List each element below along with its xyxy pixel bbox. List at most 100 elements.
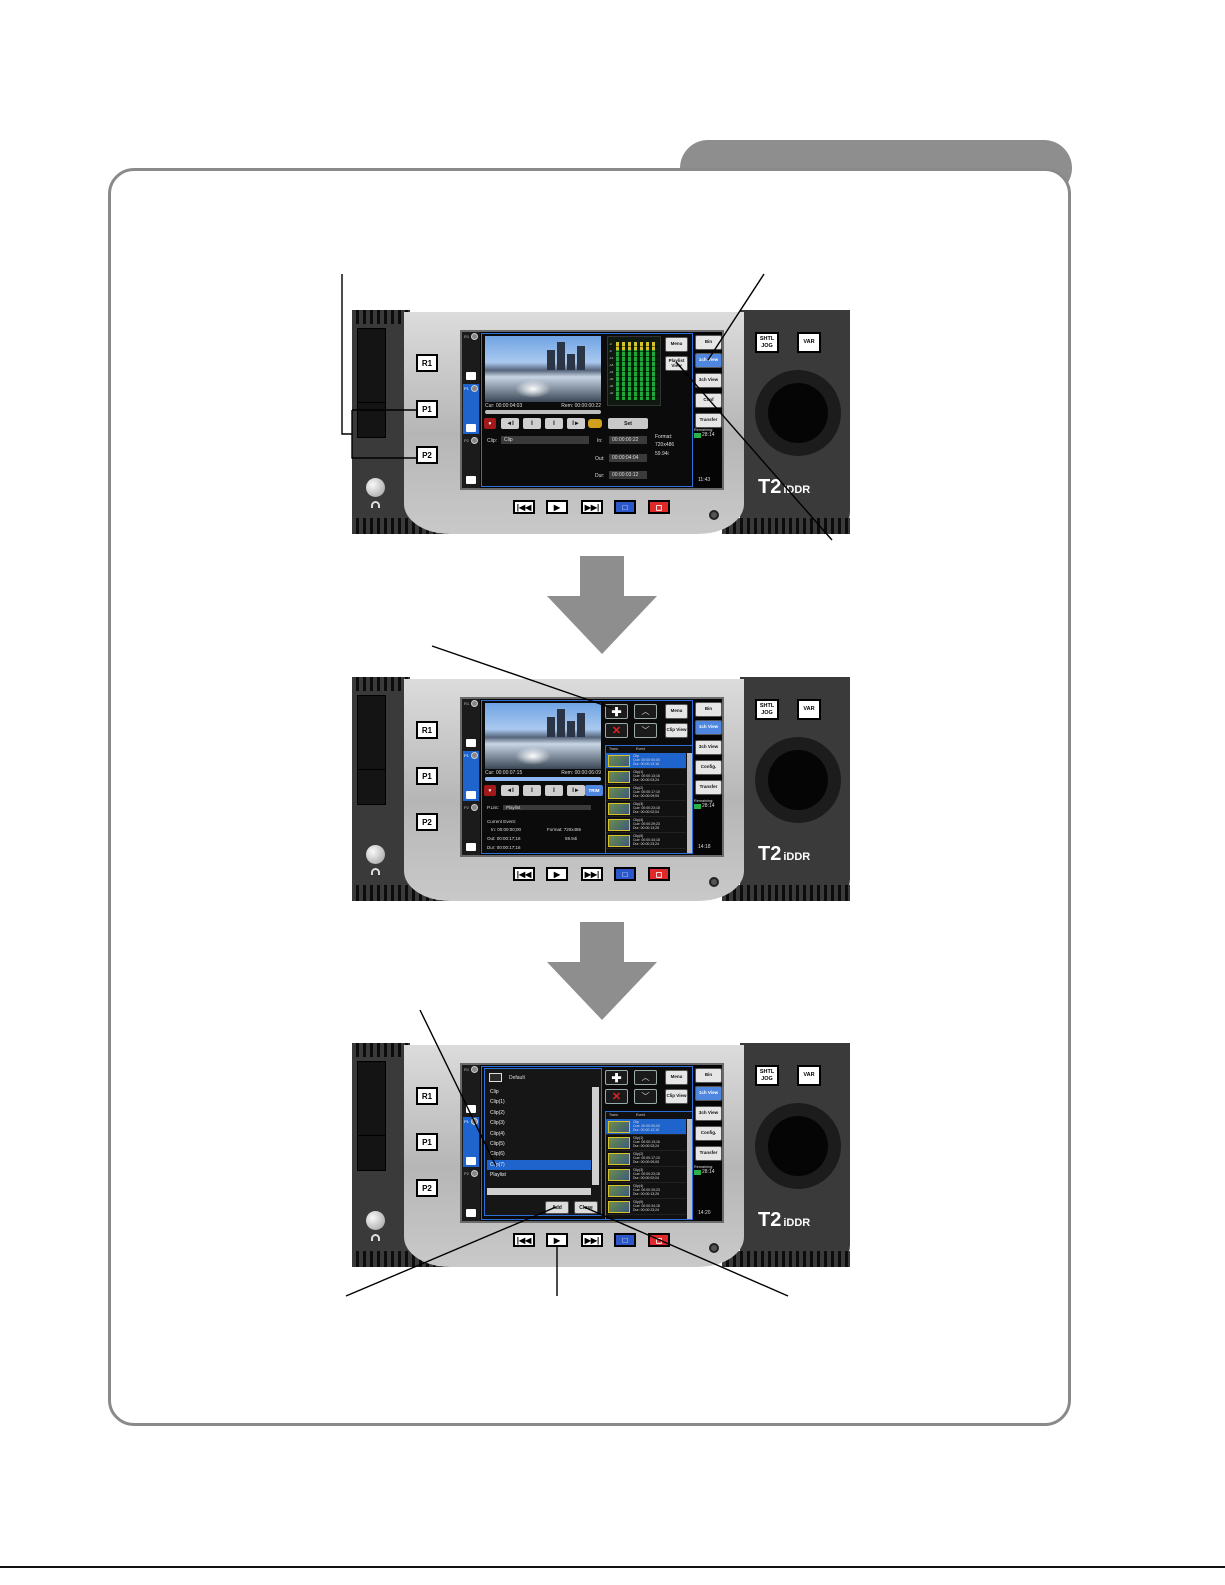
list-item[interactable]: Clip(3) bbox=[490, 1120, 505, 1127]
close-button[interactable]: Close bbox=[574, 1201, 598, 1214]
record-button[interactable]: ◻ bbox=[648, 1233, 670, 1247]
stop-button[interactable]: □ bbox=[614, 867, 636, 881]
p2-key[interactable]: P2 bbox=[416, 1179, 438, 1197]
1ch-view-button[interactable]: 1ch View bbox=[695, 720, 722, 735]
set-button[interactable]: Set bbox=[608, 418, 648, 429]
mark-out-button[interactable]: I bbox=[545, 418, 563, 429]
menu-button[interactable]: Menu bbox=[665, 1070, 688, 1085]
list-item[interactable]: Clip(6) bbox=[490, 1151, 505, 1158]
channel-p1[interactable]: P1 bbox=[463, 751, 479, 801]
channel-p1[interactable]: P1 bbox=[463, 384, 479, 434]
var-key[interactable]: VAR bbox=[797, 699, 821, 720]
stop-button[interactable]: □ bbox=[614, 500, 636, 514]
lock-icon[interactable] bbox=[466, 791, 476, 799]
list-scrollbar[interactable] bbox=[687, 753, 692, 853]
menu-button[interactable]: Menu bbox=[665, 337, 688, 352]
channel-p2[interactable]: P2 bbox=[463, 436, 479, 486]
stop-button[interactable]: □ bbox=[614, 1233, 636, 1247]
config-button[interactable]: Config. bbox=[695, 1126, 722, 1141]
var-key[interactable]: VAR bbox=[797, 1065, 821, 1086]
var-key[interactable]: VAR bbox=[797, 332, 821, 353]
duration-timecode[interactable]: 00:00:03:12 bbox=[609, 471, 647, 479]
3ch-view-button[interactable]: 3ch View bbox=[695, 373, 722, 388]
shtl-jog-key[interactable]: SHTL JOG bbox=[755, 332, 779, 353]
record-button[interactable]: ◻ bbox=[648, 500, 670, 514]
clip-name-field[interactable]: Clip bbox=[501, 436, 589, 444]
clip-view-button[interactable]: Clip View bbox=[665, 1089, 688, 1104]
move-up-button[interactable]: ︿ bbox=[634, 1070, 657, 1085]
move-up-button[interactable]: ︿ bbox=[634, 704, 657, 719]
mark-icon[interactable]: ♥ bbox=[484, 418, 496, 429]
mark-in-button[interactable]: I bbox=[523, 785, 541, 796]
record-button[interactable]: ◻ bbox=[648, 867, 670, 881]
skip-forward-button[interactable]: ▶▶| bbox=[581, 867, 603, 881]
headphone-knob[interactable] bbox=[366, 478, 385, 497]
lock-icon[interactable] bbox=[466, 424, 476, 432]
list-item[interactable]: Playlist bbox=[490, 1172, 506, 1179]
channel-r1[interactable]: R1 bbox=[463, 332, 479, 382]
list-item[interactable]: Clip(5) bbox=[490, 1140, 505, 1147]
play-button[interactable]: ▶ bbox=[546, 867, 568, 881]
skip-forward-button[interactable]: ▶▶| bbox=[581, 500, 603, 514]
folder-icon[interactable] bbox=[489, 1073, 502, 1082]
list-item[interactable]: Clip(1) bbox=[490, 1099, 505, 1106]
mark-out-next-button[interactable]: I► bbox=[567, 785, 585, 796]
transfer-button[interactable]: Transfer bbox=[695, 1146, 722, 1161]
lock-icon[interactable] bbox=[466, 843, 476, 851]
delete-event-button[interactable]: ✕ bbox=[605, 723, 628, 738]
playlist-view-button[interactable]: Playlist View bbox=[665, 356, 688, 371]
channel-p1[interactable]: P1 bbox=[463, 1117, 479, 1167]
p2-key[interactable]: P2 bbox=[416, 446, 438, 464]
r1-key[interactable]: R1 bbox=[416, 1087, 438, 1105]
mark-icon[interactable]: ♥ bbox=[484, 785, 496, 796]
shtl-jog-key[interactable]: SHTL JOG bbox=[755, 1065, 779, 1086]
scrub-bar[interactable] bbox=[485, 777, 601, 781]
jog-wheel[interactable] bbox=[755, 737, 841, 823]
scrub-bar[interactable] bbox=[485, 410, 601, 414]
play-button[interactable]: ▶ bbox=[546, 500, 568, 514]
shtl-jog-key[interactable]: SHTL JOG bbox=[755, 699, 779, 720]
list-item[interactable]: Clip(4) bbox=[490, 1130, 505, 1137]
jog-wheel[interactable] bbox=[755, 1103, 841, 1189]
channel-r1[interactable]: R1 bbox=[463, 699, 479, 749]
channel-r1[interactable]: R1 bbox=[463, 1065, 479, 1115]
move-down-button[interactable]: ﹀ bbox=[634, 1089, 657, 1104]
p1-key[interactable]: P1 bbox=[416, 400, 438, 418]
p1-key[interactable]: P1 bbox=[416, 1133, 438, 1151]
mark-in-button[interactable]: I bbox=[523, 418, 541, 429]
3ch-view-button[interactable]: 3ch View bbox=[695, 740, 722, 755]
headphone-knob[interactable] bbox=[366, 1211, 385, 1230]
add-event-button[interactable]: ✚ bbox=[605, 704, 628, 719]
bin-button[interactable]: Bin bbox=[695, 1068, 722, 1083]
1ch-view-button[interactable]: 1ch View bbox=[695, 353, 722, 368]
skip-back-button[interactable]: |◀◀ bbox=[513, 500, 535, 514]
skip-back-button[interactable]: |◀◀ bbox=[513, 1233, 535, 1247]
trim-button[interactable]: TRIM bbox=[585, 785, 603, 796]
list-scrollbar[interactable] bbox=[687, 1119, 692, 1219]
lock-icon[interactable] bbox=[466, 476, 476, 484]
play-button[interactable]: ▶ bbox=[546, 1233, 568, 1247]
horizontal-scrollbar[interactable] bbox=[487, 1188, 591, 1195]
headphone-knob[interactable] bbox=[366, 845, 385, 864]
mark-in-prev-button[interactable]: ◄I bbox=[501, 418, 519, 429]
config-button[interactable]: Conf bbox=[695, 393, 722, 408]
menu-button[interactable]: Menu bbox=[665, 704, 688, 719]
move-down-button[interactable]: ﹀ bbox=[634, 723, 657, 738]
transfer-button[interactable]: Transfer bbox=[695, 780, 722, 795]
out-timecode[interactable]: 00:00:04:04 bbox=[609, 454, 647, 462]
1ch-view-button[interactable]: 1ch View bbox=[695, 1086, 722, 1101]
tools-icon[interactable] bbox=[588, 419, 602, 428]
lock-icon[interactable] bbox=[466, 1157, 476, 1165]
skip-forward-button[interactable]: ▶▶| bbox=[581, 1233, 603, 1247]
